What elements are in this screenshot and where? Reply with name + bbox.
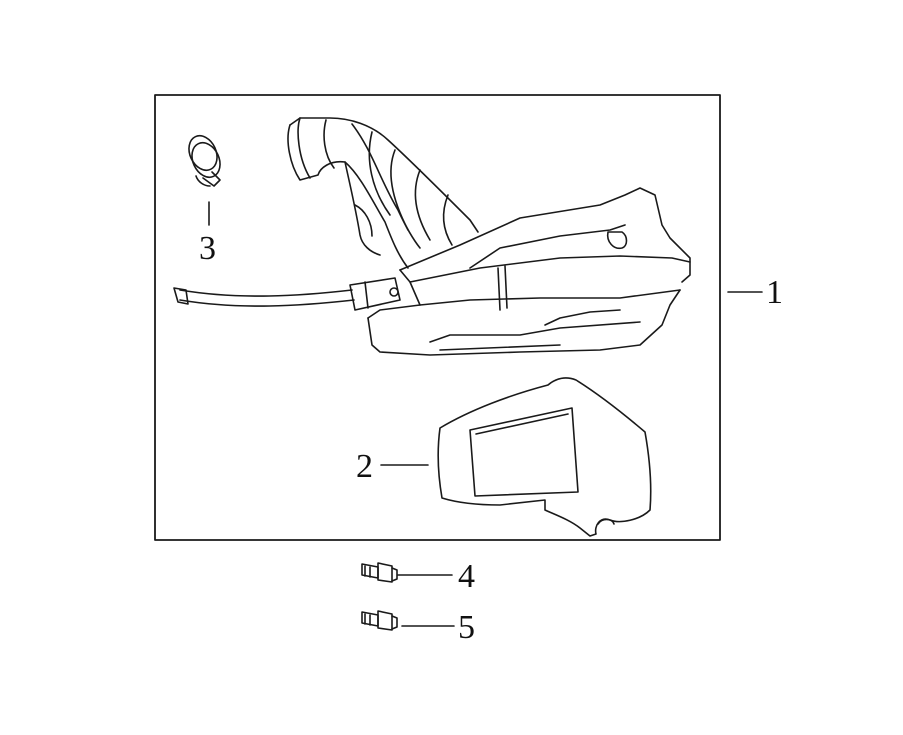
callout-number-2: 2: [356, 448, 373, 485]
callout-number-4: 4: [458, 558, 475, 595]
air-cleaner-assembly-icon: [173, 117, 691, 356]
assembly-frame: [154, 94, 721, 541]
callout-number-3: 3: [199, 230, 216, 267]
air-filter-element-icon: [437, 377, 652, 537]
flange-bolt-icon: [361, 562, 398, 583]
callout-number-1: 1: [766, 274, 783, 311]
flange-bolt-icon: [361, 610, 398, 631]
hose-clamp-icon: [188, 134, 221, 187]
callout-number-5: 5: [458, 609, 475, 646]
